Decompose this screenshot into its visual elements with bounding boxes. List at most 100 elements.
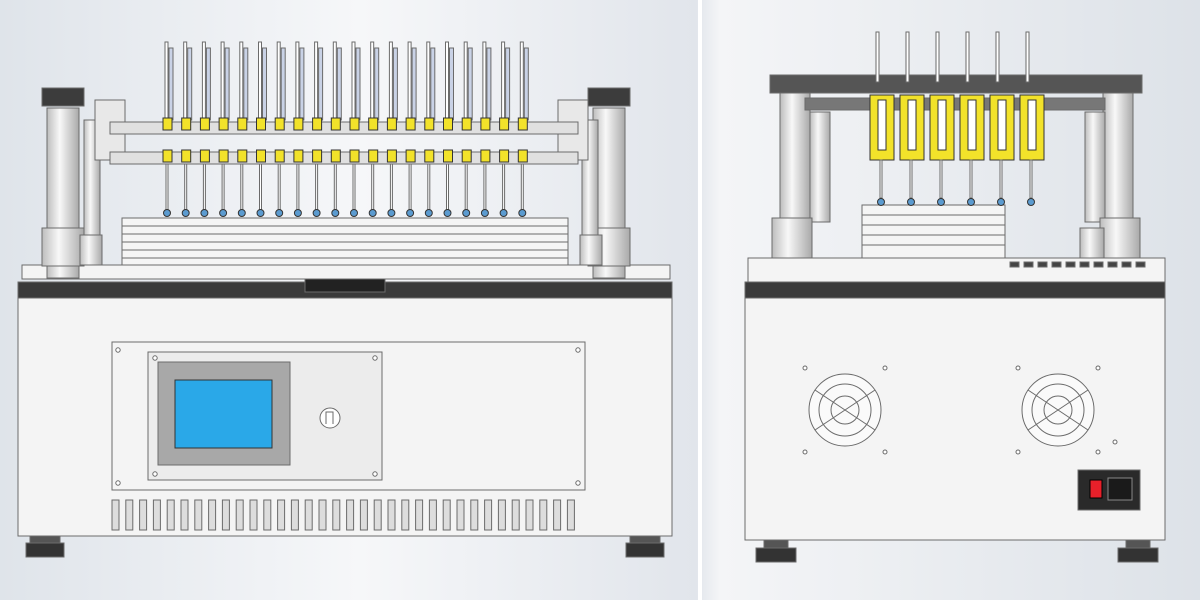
fan-ring — [830, 395, 860, 425]
needle — [408, 163, 412, 213]
screw — [152, 355, 158, 361]
needle — [388, 41, 393, 123]
nozzle-tip — [406, 209, 415, 217]
needle — [999, 159, 1003, 199]
screw — [115, 480, 121, 486]
nozzle-block — [218, 117, 229, 131]
needle-guide — [318, 47, 324, 121]
nozzle-tip — [967, 198, 975, 206]
needle — [259, 163, 262, 213]
vent-slot — [111, 499, 120, 531]
dark-strip — [744, 281, 1166, 299]
screw — [575, 347, 581, 353]
vent-slot — [194, 499, 203, 531]
pillar — [1084, 111, 1106, 223]
nozzle-block — [256, 149, 266, 163]
nozzle-tip — [877, 198, 885, 206]
nozzle-slot — [907, 99, 917, 151]
nozzle-block — [349, 149, 360, 163]
nozzle-block — [349, 117, 360, 131]
plate-hole — [1135, 261, 1146, 268]
needle — [501, 41, 506, 123]
needle-guide — [262, 47, 267, 121]
vent-slot — [470, 499, 479, 531]
needle — [239, 41, 244, 123]
nozzle-tip — [200, 209, 209, 217]
nozzle-slot — [1027, 99, 1037, 151]
nozzle-block — [274, 117, 285, 131]
pillar-base — [1099, 217, 1141, 259]
nozzle-slot — [877, 99, 887, 151]
pillar — [1102, 92, 1134, 229]
vent-slot — [401, 499, 410, 531]
screw — [1015, 365, 1021, 371]
needle — [905, 31, 910, 83]
needle — [221, 163, 225, 213]
pillar-base — [771, 217, 813, 259]
needle — [935, 31, 940, 83]
nozzle-block — [443, 149, 453, 163]
vent-slot — [415, 499, 424, 531]
needle — [258, 41, 262, 123]
needle — [483, 163, 487, 213]
nozzle-block — [405, 149, 416, 163]
needle — [277, 163, 281, 213]
needle — [183, 41, 188, 123]
needle — [426, 41, 431, 123]
screw — [575, 480, 581, 486]
needle-guide — [411, 47, 417, 121]
screw — [1015, 449, 1021, 455]
nozzle-block — [181, 149, 192, 163]
needle-guide — [449, 47, 454, 121]
needle — [965, 31, 970, 83]
nozzle-tip — [350, 209, 358, 217]
needle-guide — [430, 47, 436, 121]
needle — [314, 41, 319, 123]
touch-screen — [174, 379, 273, 449]
needle — [201, 41, 206, 123]
nozzle-block — [181, 117, 192, 131]
nozzle-block — [274, 149, 285, 163]
screw — [1095, 365, 1101, 371]
screw — [882, 449, 888, 455]
screw — [802, 449, 808, 455]
nozzle-block — [293, 149, 304, 163]
vent-slot — [249, 499, 258, 531]
rotary-knob-icon — [319, 407, 341, 429]
nozzle-tip — [163, 209, 171, 217]
nozzle-tip — [256, 209, 265, 217]
screw — [372, 355, 378, 361]
needle-guide — [392, 47, 398, 121]
needle — [296, 163, 300, 213]
needle — [482, 41, 487, 123]
plate-hole — [1037, 261, 1048, 268]
nozzle-tip — [237, 209, 246, 217]
screw — [1095, 449, 1101, 455]
needle — [332, 41, 337, 123]
top-frame — [769, 74, 1143, 94]
needle — [333, 163, 337, 213]
screw — [372, 471, 378, 477]
nozzle-block — [162, 149, 173, 163]
needle — [351, 41, 356, 123]
vent-slot — [442, 499, 451, 531]
plate-hole — [1107, 261, 1118, 268]
nozzle-block — [386, 117, 397, 131]
nozzle-block — [480, 117, 491, 131]
foot — [755, 547, 797, 563]
needle — [995, 31, 1000, 83]
vent-slot — [539, 499, 548, 531]
vent-slot — [180, 499, 189, 531]
vent-slot — [263, 499, 272, 531]
fan-spoke — [1027, 389, 1089, 431]
vent-slot — [373, 499, 382, 531]
power-switch-icon — [1077, 469, 1141, 511]
nozzle-tip — [997, 198, 1005, 206]
nozzle-block — [386, 149, 397, 163]
nozzle-tip — [424, 209, 433, 217]
needle-guide — [168, 47, 174, 121]
needle-guide — [243, 47, 249, 121]
vent-slot — [566, 499, 575, 531]
pillar — [809, 111, 831, 223]
